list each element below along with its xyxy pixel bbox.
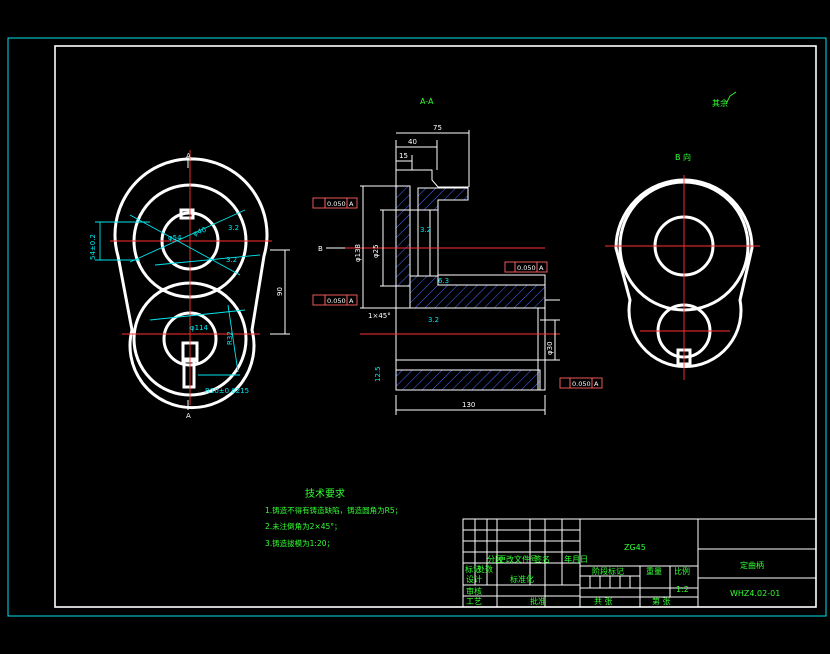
dim-75: 75 (433, 124, 442, 132)
tol4-value: 0.050 (572, 380, 591, 388)
left-view: A A 54±0.2 φ54 φ40 φ114 R32 R10±0.0215 9… (89, 150, 290, 420)
tol1-ref: A (349, 200, 354, 208)
designer-label: 设计 (466, 574, 482, 584)
tolerance-frame-3: 0.050 A (504, 261, 548, 273)
scale-value: 1:2 (676, 585, 689, 594)
sheet-number: 第 张 (652, 596, 671, 606)
tolerance-frame-1: 0.050 A (312, 197, 358, 209)
requirement-3: 3.铸造拔模为1:20； (265, 538, 334, 548)
row-label-5: 签名 (534, 554, 550, 564)
sheet-total: 共 张 (594, 597, 613, 606)
scale-label: 比例 (674, 566, 690, 576)
dim-phi25: φ25 (372, 244, 380, 258)
outer-border (7, 37, 827, 617)
process-label: 工艺 (466, 597, 482, 606)
dim-chamfer: 1×45° (368, 312, 391, 320)
rough-sec-4: 12.5 (374, 366, 382, 382)
tol1-value: 0.050 (327, 200, 346, 208)
technical-requirements: 技术要求 1.铸造不得有铸造缺陷，铸造圆角为R5； 2.未注倒角为2×45°； … (265, 487, 402, 548)
row-label-1: 标记 (465, 564, 481, 574)
row-label-2: 处数 (477, 564, 493, 574)
tolerance-frame-2: 0.050 A (312, 294, 358, 306)
right-view: B 向 其余 (605, 91, 760, 380)
part-name-text: 定曲柄 (740, 560, 764, 570)
dim-phi138: φ138 (354, 244, 362, 262)
row-label-6: 年月日 (564, 554, 588, 564)
dim-r32: R32 (226, 331, 234, 345)
arrow-b-label: B (318, 245, 323, 253)
rough-left-1: 3.2 (228, 224, 239, 232)
dim-54: 54±0.2 (89, 234, 97, 260)
review-label: 审核 (466, 586, 482, 596)
rough-sec-1: 3.2 (420, 226, 431, 234)
cut-label-bottom: A (186, 412, 191, 420)
drawing-number-text: WHZ4.02-01 (730, 589, 780, 598)
roughness-note: 其余 (712, 98, 728, 108)
material-text: ZG45 (624, 543, 646, 552)
dim-phi40: φ40 (192, 226, 207, 238)
tol3-ref: A (539, 264, 544, 272)
rough-left-2: 3.2 (226, 256, 237, 264)
weight-label: 重量 (646, 566, 662, 576)
cut-label-top: A (186, 152, 191, 160)
dim-130: 130 (462, 401, 475, 409)
section-label: A-A (420, 97, 434, 106)
standard-label: 标准化 (510, 574, 534, 584)
dim-phi114: φ114 (190, 324, 209, 332)
requirement-1: 1.铸造不得有铸造缺陷，铸造圆角为R5； (265, 505, 402, 515)
stage-label: 阶段标记 (592, 566, 624, 576)
approve-label: 批准 (530, 596, 546, 606)
section-view: A-A 40 75 15 130 φ13 (312, 97, 603, 415)
requirements-title: 技术要求 (305, 487, 345, 500)
tolerance-frame-4: 0.050 A (559, 377, 603, 389)
dim-40: 40 (408, 138, 417, 146)
view-b-label: B 向 (675, 152, 691, 162)
title-block: ZG45 定曲柄 WHZ4.02-01 标记 处数 分区 更改文件号 签名 年月… (462, 518, 817, 608)
row-label-3: 分区 (487, 555, 503, 564)
inner-border (54, 45, 817, 608)
dim-15: 15 (399, 152, 408, 160)
dim-phi54: φ54 (168, 234, 182, 242)
tol2-value: 0.050 (327, 297, 346, 305)
tol2-ref: A (349, 297, 354, 305)
row-label-4: 更改文件号 (498, 554, 538, 564)
dim-phi30: φ30 (546, 341, 554, 355)
tol4-ref: A (594, 380, 599, 388)
dim-r10: R10±0.0215 (205, 387, 249, 395)
rough-sec-2: 6.3 (438, 277, 449, 285)
tol3-value: 0.050 (517, 264, 536, 272)
rough-sec-3: 3.2 (428, 316, 439, 324)
dim-90: 90 (276, 287, 284, 296)
requirement-2: 2.未注倒角为2×45°； (265, 521, 342, 531)
